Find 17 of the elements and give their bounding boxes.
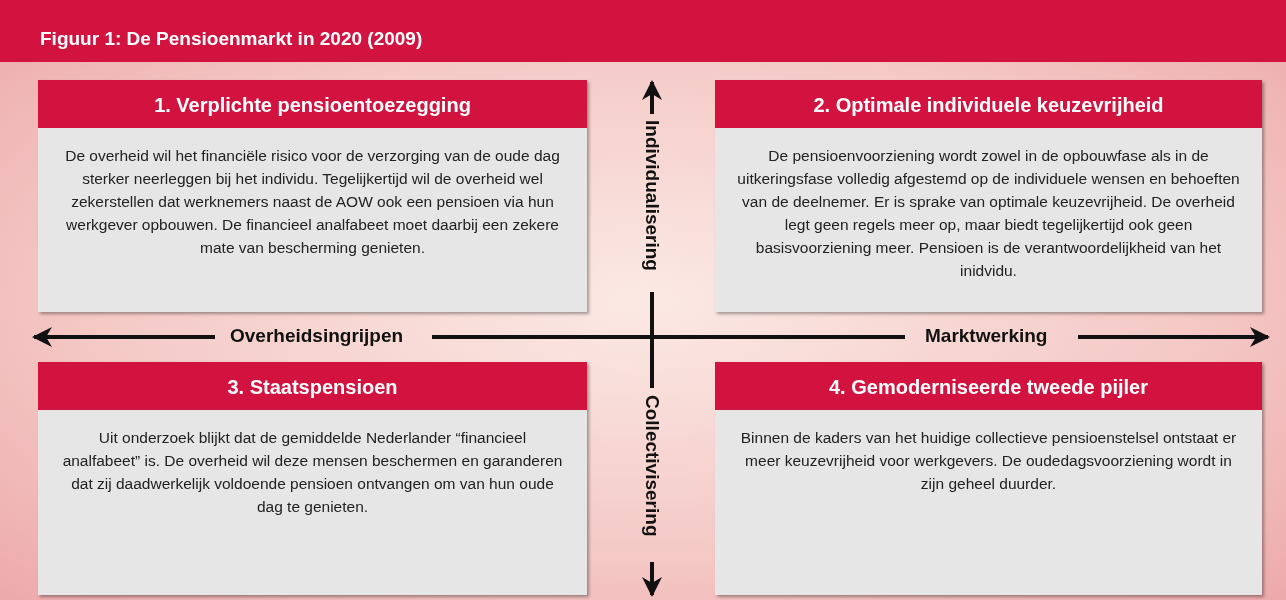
quadrant-card (38, 80, 587, 312)
card-text: De pensioenvoorziening wordt zowel in de opbouwfase als in de uitkeringsfase volledig afgestemd op de individuele wensen en behoeften van de deelnemer. Er is sprake van optimale keuzevrijheid. De overheid legt geen regels meer op, maar biedt tegelijkertijd ook geen basisvoorziening meer. Pensioen is de verantwoordelijkheid van het inidvidu. (737, 146, 1240, 281)
axis-label: Individualisering (641, 120, 663, 271)
quadrant-card (715, 80, 1262, 312)
quadrant-card (38, 362, 587, 595)
axis-label: Collectivisering (641, 395, 663, 537)
card-text: De overheid wil het financiële risico voor de verzorging van de oude dag sterker neerleggen bij het individu. Tegelijkertijd wil de overheid wel zekerstellen dat werknemers naast de AOW ook een pensioen via hun werkgever opbouwen. De financieel analfabeet moet daarbij een zekere mate van bescherming genieten. (64, 146, 561, 258)
axis-label: Marktwerking (925, 325, 1048, 347)
card-heading: 4. Gemoderniseerde tweede pijler (715, 362, 1262, 410)
figure-title: Figuur 1: De Pensioenmarkt in 2020 (2009) (0, 0, 1286, 62)
card-text: Binnen de kaders van het huidige collectieve pensioenstelsel ontstaat er meer keuzevrijheid voor werkgevers. De oudedagsvoorziening wordt in zijn geheel duurder. (739, 428, 1238, 494)
card-text: Uit onderzoek blijkt dat de gemiddelde Nederlander “financieel analfabeet” is. De overheid wil deze mensen beschermen en garanderen dat zij daadwerkelijk voldoende pensioen ontvangen om van hun oude dag te genieten. (61, 428, 564, 517)
card-heading: 2. Optimale individuele keuzevrijheid (715, 80, 1262, 128)
card-heading: 1. Verplichte pensioentoezegging (38, 80, 587, 128)
quadrant-card (715, 362, 1262, 595)
card-heading: 3. Staatspensioen (38, 362, 587, 410)
axis-label: Overheidsingrijpen (230, 325, 404, 347)
